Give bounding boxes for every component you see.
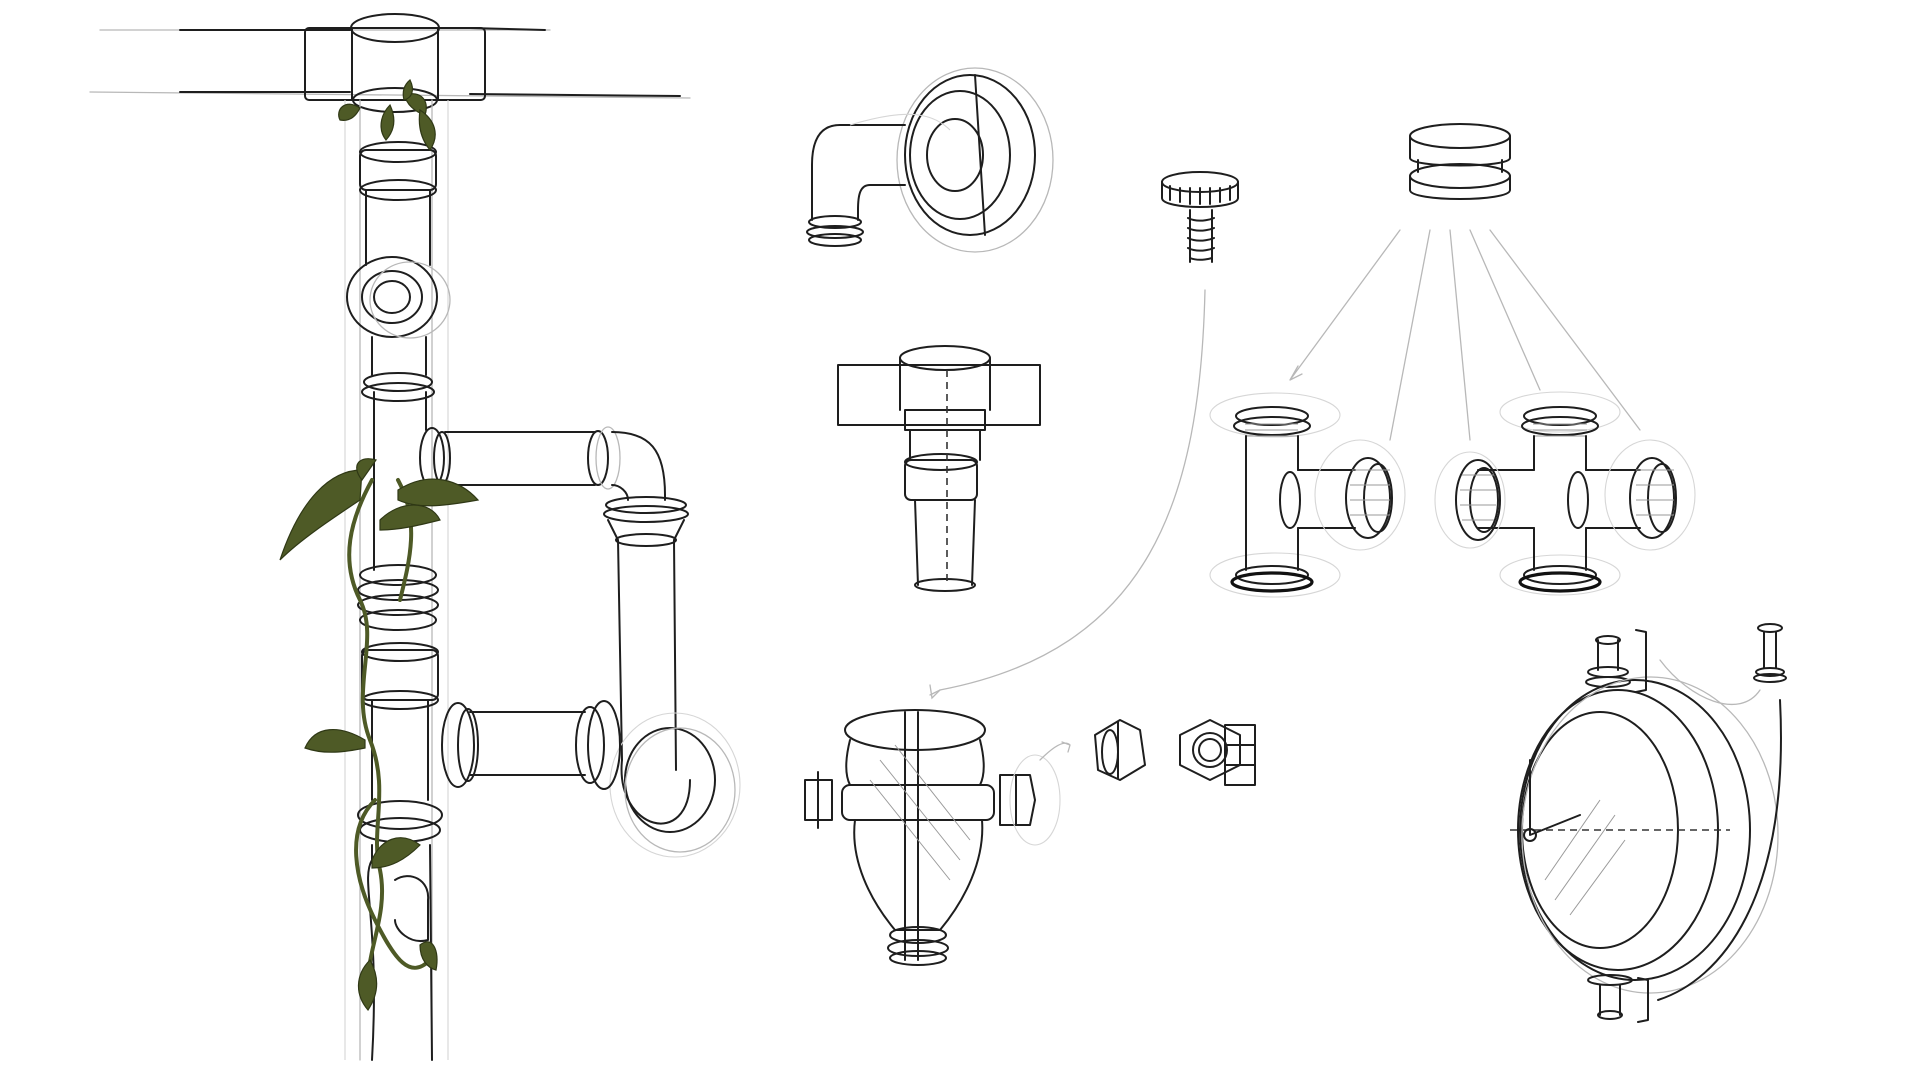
tee-fitting-icon bbox=[837, 345, 1041, 592]
leader-line bbox=[929, 289, 1206, 696]
cap-icon bbox=[1409, 123, 1511, 200]
cross-fitting-icon bbox=[1434, 391, 1696, 596]
arrows bbox=[1289, 229, 1641, 441]
nut-icon bbox=[1094, 719, 1256, 786]
tee-capped-fitting-icon bbox=[1209, 392, 1406, 598]
vine-icon bbox=[279, 79, 480, 1011]
pipe-assembly bbox=[89, 13, 741, 1061]
elbow-fitting-icon bbox=[806, 67, 1054, 253]
gauge-icon bbox=[1510, 629, 1782, 1023]
filter-fitting-icon bbox=[804, 684, 1071, 966]
screw-icon bbox=[1161, 171, 1239, 263]
spool-icon bbox=[1753, 623, 1787, 683]
